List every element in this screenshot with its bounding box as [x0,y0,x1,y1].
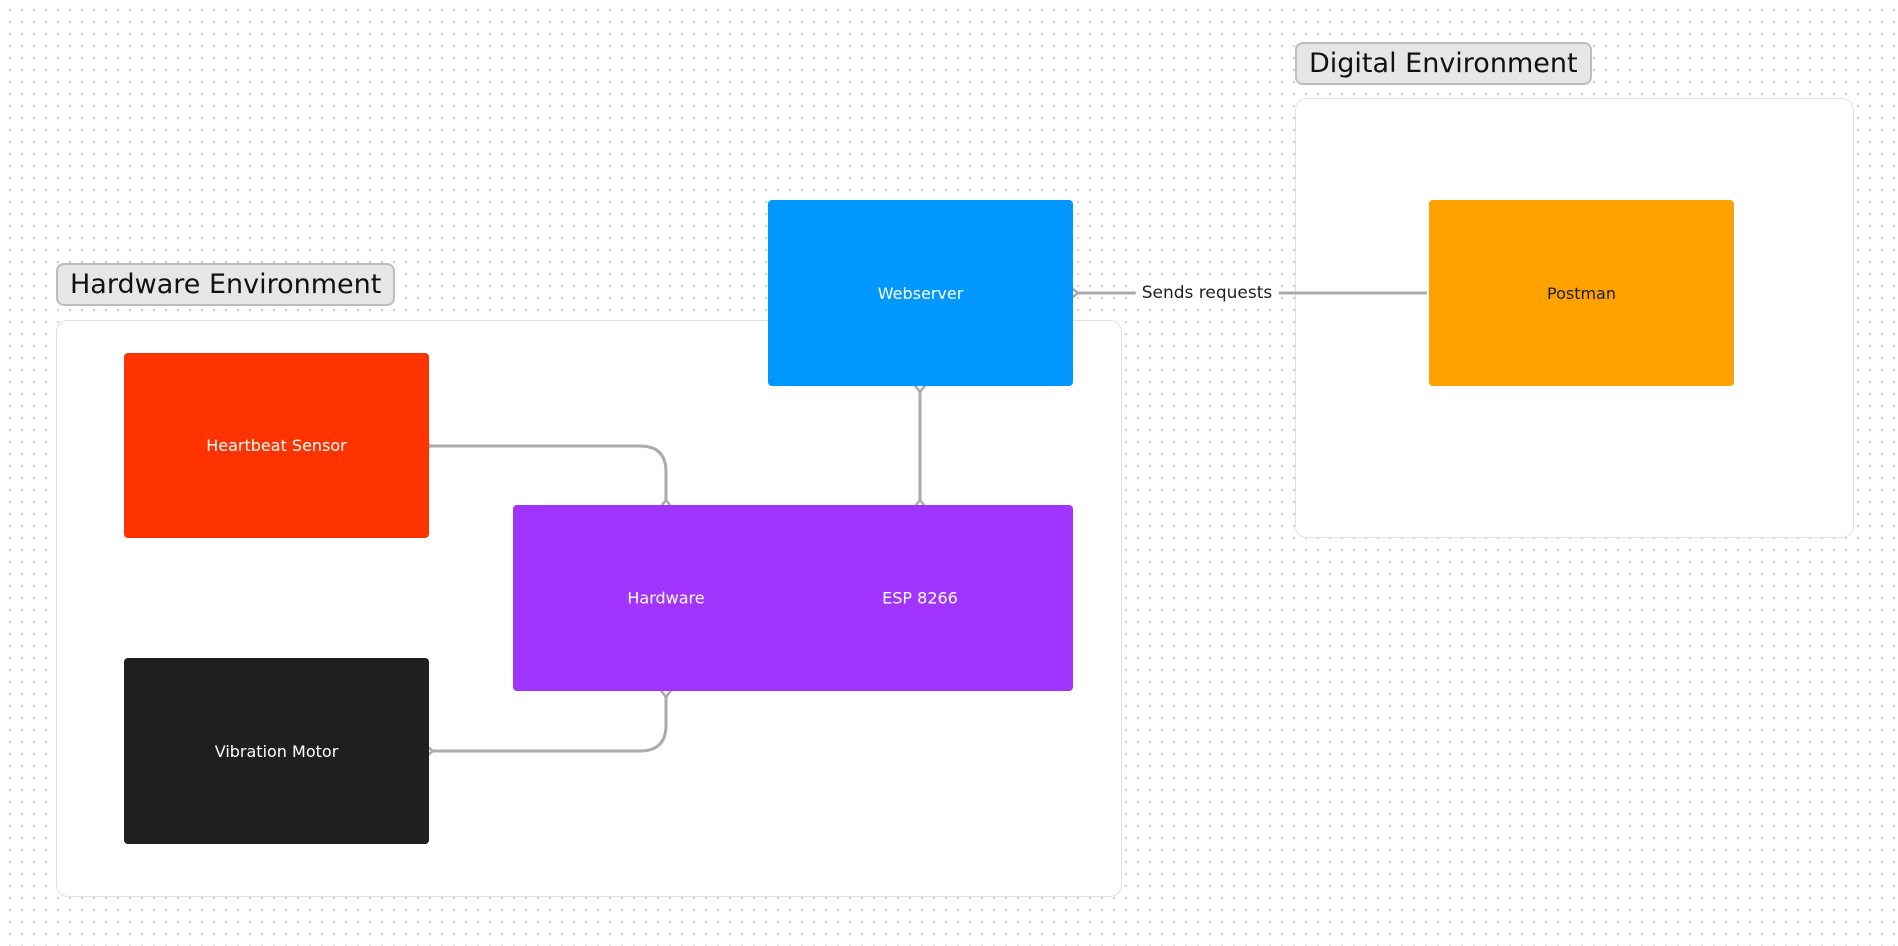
heartbeat-sensor-node[interactable]: Heartbeat Sensor [124,353,429,538]
vibration-esp-connector[interactable] [433,697,666,751]
postman-label: Postman [1546,283,1616,303]
hardware-environment-label[interactable]: Hardware Environment [56,263,396,306]
sends-requests-label: Sends requests [1135,283,1279,303]
vibration-motor-node[interactable]: Vibration Motor [124,658,429,844]
postman-node[interactable]: Postman [1429,200,1734,386]
heartbeat-esp-connector[interactable] [431,446,666,500]
heartbeat-sensor-label: Heartbeat Sensor [206,436,347,455]
webserver-label: Webserver [877,283,964,303]
digital-environment-label[interactable]: Digital Environment [1295,42,1592,85]
webserver-node[interactable]: Webserver [768,200,1073,386]
esp-8266-label: ESP 8266 [882,588,958,608]
vibration-motor-label: Vibration Motor [214,741,339,761]
esp-8266-node[interactable]: Hardware ESP 8266 [513,505,1073,691]
hardware-label: Hardware [627,588,705,608]
